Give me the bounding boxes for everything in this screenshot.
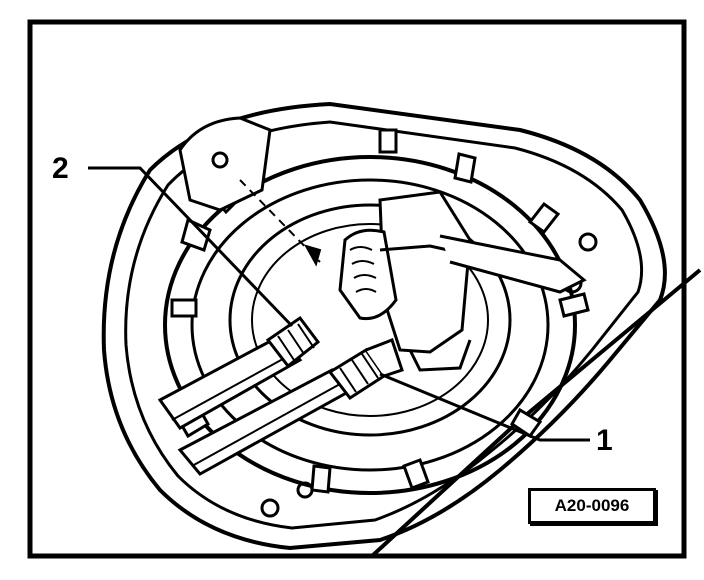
callout-number-2: 2 bbox=[52, 152, 69, 185]
callout-1-leader bbox=[379, 372, 590, 442]
pump-flange bbox=[163, 116, 598, 518]
callout-number-1: 1 bbox=[596, 424, 613, 457]
electrical-connector bbox=[239, 179, 587, 372]
fuel-lines bbox=[157, 315, 404, 476]
callout-2-leader bbox=[88, 166, 294, 328]
figure-frame bbox=[27, 19, 687, 559]
figure-id-label: A20-0096 bbox=[528, 488, 656, 524]
